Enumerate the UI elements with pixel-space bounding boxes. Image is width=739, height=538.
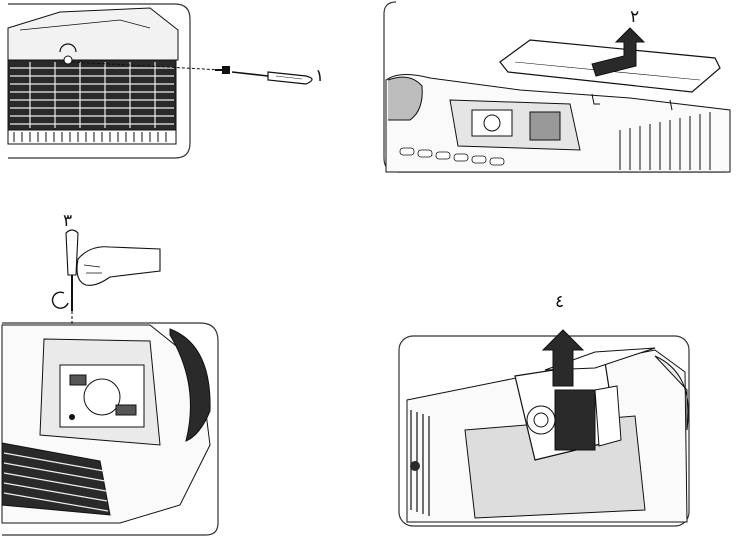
hand-icon <box>76 246 161 286</box>
screwdriver-icon <box>231 71 313 85</box>
step-4-illustration <box>398 329 690 527</box>
step-4-number: ٤ <box>555 292 565 312</box>
step-4-panel: ٤ <box>395 290 739 538</box>
step-2-illustration <box>383 1 731 173</box>
step-3-number: ٣ <box>63 211 73 231</box>
slide-lift-arrow <box>591 27 646 77</box>
step-2-number: ٢ <box>630 7 640 27</box>
vent-grille <box>7 59 177 131</box>
step-2-panel: ٢ <box>380 0 739 180</box>
step-1-number: ١ <box>315 66 325 86</box>
screw-icon <box>215 66 230 74</box>
lamp-module <box>39 338 161 446</box>
lamp-compartment <box>449 99 581 151</box>
step-1-illustration <box>7 3 313 159</box>
pull-up-arrow <box>541 329 585 387</box>
step-3-panel: ٣ <box>0 205 230 538</box>
step-1-panel: ١ <box>0 0 360 170</box>
screwdriver-icon <box>65 229 79 311</box>
rotate-arrow-icon <box>51 291 69 309</box>
step-3-illustration <box>1 229 219 536</box>
lamp-module <box>514 347 656 461</box>
